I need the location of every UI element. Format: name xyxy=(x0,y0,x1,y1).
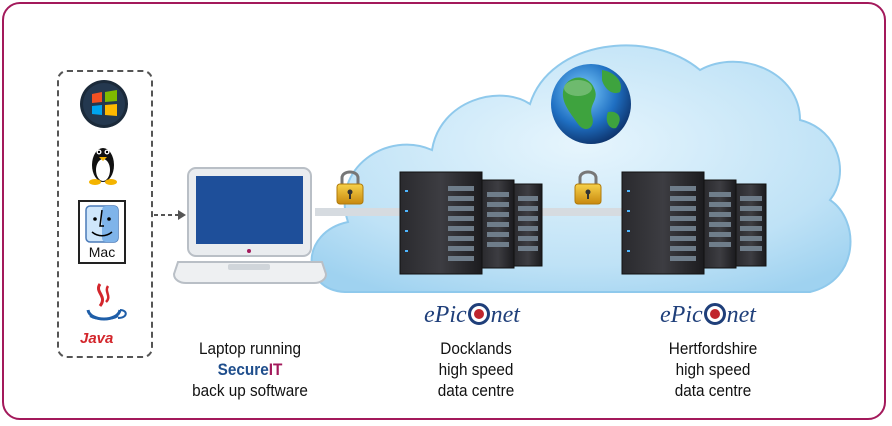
mac-finder-icon: Mac xyxy=(78,200,126,264)
secureit-brand-suffix: IT xyxy=(269,360,283,379)
docklands-caption: Docklands high speed data centre xyxy=(422,338,530,401)
globe-icon xyxy=(551,64,631,144)
java-label: Java xyxy=(80,330,113,347)
secureit-brand: SecureIT xyxy=(178,359,322,380)
mac-label: Mac xyxy=(80,244,124,260)
server-rack-docklands xyxy=(400,172,542,274)
laptop-caption-line3: back up software xyxy=(178,380,322,401)
epiconet-o-icon xyxy=(704,303,726,325)
hertfordshire-line1: Hertfordshire xyxy=(653,338,774,359)
docklands-line2: high speed xyxy=(422,359,530,380)
epiconet-logo-main: ePic xyxy=(660,302,703,328)
hertfordshire-line3: data centre xyxy=(653,380,774,401)
laptop-icon xyxy=(174,168,326,283)
epiconet-logo-suffix: net xyxy=(727,302,756,328)
laptop-caption: Laptop running SecureIT back up software xyxy=(178,338,322,401)
epiconet-o-icon xyxy=(468,303,490,325)
dashed-arrow xyxy=(154,210,186,220)
docklands-line3: data centre xyxy=(422,380,530,401)
link-docklands-hertfordshire xyxy=(540,208,626,216)
link-laptop-docklands xyxy=(315,208,405,216)
hertfordshire-caption: Hertfordshire high speed data centre xyxy=(653,338,774,401)
epiconet-logo-suffix: net xyxy=(491,302,520,328)
secureit-brand-main: Secure xyxy=(218,360,269,379)
server-rack-hertfordshire xyxy=(622,172,766,274)
laptop-caption-line1: Laptop running xyxy=(178,338,322,359)
epiconet-logo-main: ePic xyxy=(424,302,467,328)
hertfordshire-line2: high speed xyxy=(653,359,774,380)
docklands-line1: Docklands xyxy=(422,338,530,359)
